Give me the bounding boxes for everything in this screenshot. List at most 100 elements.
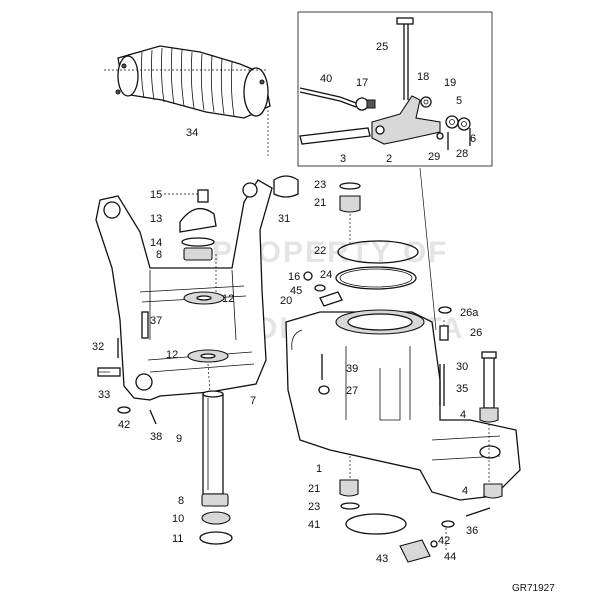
part-4-bushing-upper: [479, 407, 499, 423]
callout-8-lower: 8: [178, 495, 184, 507]
callout-7: 7: [250, 395, 256, 407]
inset-frame: [297, 11, 493, 167]
callout-20: 20: [280, 295, 292, 307]
part-44: [430, 540, 438, 548]
callout-37: 37: [150, 315, 162, 327]
part-2-bracket: [371, 95, 441, 145]
callout-23-upper: 23: [314, 179, 326, 191]
callout-18: 18: [417, 71, 429, 83]
housing-side-parts: [318, 306, 503, 499]
callout-21-upper: 21: [314, 197, 326, 209]
callout-42-right: 42: [438, 535, 450, 547]
callout-labels: 25 40 17 18 19 5 6 3 2 29 28 34 15 13 14…: [92, 41, 555, 594]
part-7-bracket: [95, 179, 273, 401]
part-8-bushing-lower: [201, 493, 229, 507]
drawing-code: GR71927: [512, 583, 555, 594]
callout-26a: 26a: [460, 307, 479, 319]
callout-41: 41: [308, 519, 320, 531]
part-20: [319, 291, 343, 307]
callout-1: 1: [316, 463, 322, 475]
part-24-oring: [335, 266, 417, 290]
callout-27: 27: [346, 385, 358, 397]
part-13-cover: [179, 207, 217, 233]
part-15-screw: [197, 189, 209, 203]
callout-2: 2: [386, 153, 392, 165]
callout-34: 34: [186, 127, 198, 139]
part-25-rod-head: [396, 17, 414, 25]
callout-32: 32: [92, 341, 104, 353]
leader-lines: [98, 69, 490, 550]
part-31-bushing: [273, 175, 299, 198]
callout-12-lower: 12: [166, 349, 178, 361]
part-21-bushing-lower: [339, 479, 359, 497]
part-34-bellows: [115, 45, 271, 119]
callout-45: 45: [290, 285, 302, 297]
part-4-bushing-lower: [483, 483, 503, 499]
part-40-cable: [299, 87, 357, 104]
part-14-washer: [181, 237, 215, 247]
part-26-bolt: [439, 325, 449, 341]
part-1-housing: [285, 309, 521, 501]
callout-17: 17: [356, 77, 368, 89]
callout-35: 35: [456, 383, 468, 395]
part-5-washer: [445, 115, 459, 129]
part-23-ring-lower: [340, 502, 360, 510]
part-3-pin: [299, 127, 371, 145]
callout-15: 15: [150, 189, 162, 201]
part-10-ring: [201, 511, 231, 525]
callout-4-upper: 4: [460, 409, 466, 421]
callout-26: 26: [470, 327, 482, 339]
callout-9: 9: [176, 433, 182, 445]
callout-13: 13: [150, 213, 162, 225]
part-42-washer-left: [117, 406, 131, 414]
part-29: [436, 132, 444, 140]
part-9-shaft: [202, 390, 224, 495]
part-11-ring: [199, 531, 233, 545]
part-37-screw: [141, 311, 149, 339]
callout-19: 19: [444, 77, 456, 89]
callout-36: 36: [466, 525, 478, 537]
part-42-washer-right: [441, 520, 455, 528]
callout-12-upper: 12: [222, 293, 234, 305]
part-45: [314, 284, 326, 292]
callout-24: 24: [320, 269, 332, 281]
callout-39: 39: [346, 363, 358, 375]
callout-3: 3: [340, 153, 346, 165]
part-27-nut: [318, 385, 330, 395]
part-22-seal: [337, 240, 419, 264]
inset-box: [297, 11, 493, 167]
callout-8-upper: 8: [156, 249, 162, 261]
housing-upper-parts: [303, 182, 419, 307]
part-43-block: [399, 539, 431, 563]
callout-44: 44: [444, 551, 456, 563]
part-38-pin: [149, 409, 157, 425]
housing-lower-parts: [339, 479, 491, 563]
callout-14: 14: [150, 237, 162, 249]
callout-25: 25: [376, 41, 388, 53]
callout-6: 6: [470, 133, 476, 145]
part-17: [355, 97, 369, 111]
callout-38: 38: [150, 431, 162, 443]
callout-30: 30: [456, 361, 468, 373]
part-16: [303, 271, 313, 281]
part-21-bushing-upper: [339, 195, 361, 213]
callout-43: 43: [376, 553, 388, 565]
bracket-parts: [97, 175, 299, 425]
part-26a-washer: [438, 306, 452, 314]
callout-42-left: 42: [118, 419, 130, 431]
callout-5: 5: [456, 95, 462, 107]
callout-33: 33: [98, 389, 110, 401]
callout-23-lower: 23: [308, 501, 320, 513]
callout-31: 31: [278, 213, 290, 225]
callout-16: 16: [288, 271, 300, 283]
part-41-oring: [345, 513, 407, 535]
part-36-screw: [465, 507, 491, 517]
callout-10: 10: [172, 513, 184, 525]
callout-22: 22: [314, 245, 326, 257]
callout-4-lower: 4: [462, 485, 468, 497]
callout-21-lower: 21: [308, 483, 320, 495]
part-23-ring-upper: [339, 182, 361, 190]
callout-29: 29: [428, 151, 440, 163]
